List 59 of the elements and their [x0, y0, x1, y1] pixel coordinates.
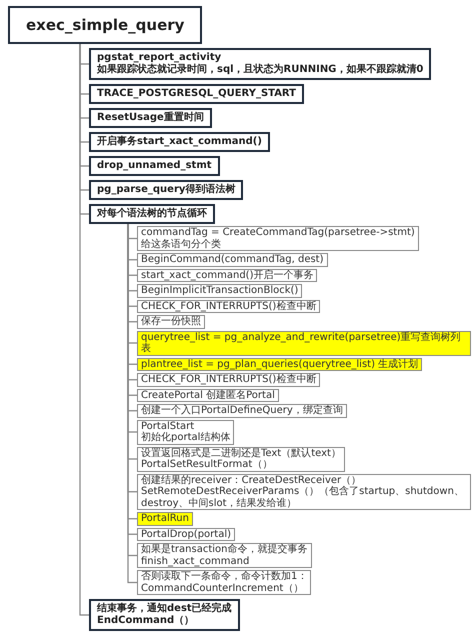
- node-text: BeginImplicitTransactionBlock(): [141, 285, 298, 296]
- subtopic-box: [137, 570, 312, 595]
- node-text: start_xact_command()开启一个事务: [141, 270, 314, 281]
- topic-box: [89, 84, 304, 104]
- subtopic-box: [137, 373, 320, 386]
- root-box: [8, 6, 202, 44]
- subtopic-box: [137, 300, 320, 313]
- node-text: CreatePortal 创建匿名Portal: [141, 390, 275, 401]
- node-text: exec_simple_query: [26, 16, 184, 34]
- subtopic-box: [137, 404, 347, 418]
- subtopic-box: [137, 284, 302, 298]
- node-text: 如果是transaction命令，就提交事务: [141, 544, 308, 556]
- node-text: querytree_list = pg_analyze_and_rewrite(parsetree)重写查询树列表: [141, 332, 462, 354]
- node-text: finish_xact_command: [141, 556, 250, 567]
- node-text: 初始化portal结构体: [141, 432, 230, 444]
- node-text: 开启事务start_xact_command(): [97, 136, 262, 148]
- subtopic-box: [137, 315, 205, 328]
- topic-box: [89, 48, 432, 80]
- node-text: PortalStart: [141, 420, 196, 432]
- node-text: commandTag = CreateCommandTag(parsetree->stmt): [141, 227, 415, 238]
- subtopic-box: [137, 543, 312, 568]
- node-text: 如果跟踪状态就记录时间，sql，且状态为RUNNING，如果不跟踪就清0: [97, 64, 424, 76]
- subtopic-box: [137, 226, 419, 251]
- subtopic-box: [137, 420, 234, 444]
- node-text: CHECK_FOR_INTERRUPTS()检查中断: [141, 300, 316, 312]
- topic-box: [89, 132, 270, 152]
- node-text: 结束事务，通知dest已经完成: [97, 603, 232, 615]
- node-text: PortalDrop(portal): [141, 528, 231, 540]
- topic-box: [89, 108, 212, 128]
- node-text: 给这条语句分个类: [141, 238, 222, 250]
- subtopic-box: [137, 446, 345, 472]
- node-text: EndCommand（）: [97, 615, 196, 627]
- node-text: PortalRun: [141, 513, 189, 524]
- subtopic-box: [137, 512, 193, 526]
- node-text: ResetUsage重置时间: [97, 112, 204, 124]
- subtopic-box: [137, 388, 279, 402]
- node-text: 创建一个入口PortalDefineQuery，绑定查询: [141, 405, 343, 416]
- topic-box: [89, 180, 244, 200]
- node-text: 设置返回格式是二进制还是Text（默认text）: [141, 448, 341, 459]
- subtopic-box: [137, 528, 235, 541]
- node-text: BeginCommand(commandTag, dest): [141, 254, 324, 266]
- subtopic-box: [137, 253, 328, 266]
- node-text: CommandCounterIncrement（）: [141, 582, 304, 594]
- topic-box: [89, 156, 220, 176]
- subtopic-box: [137, 268, 318, 282]
- node-text: pgstat_report_activity: [97, 52, 222, 64]
- topic-box: [89, 204, 215, 224]
- node-text: plantree_list = pg_plan_queries(querytree_list) 生成计划: [141, 358, 418, 370]
- node-text: TRACE_POSTGRESQL_QUERY_START: [97, 88, 296, 100]
- subtopic-box: [137, 358, 422, 371]
- node-text: CHECK_FOR_INTERRUPTS()检查中断: [141, 374, 316, 386]
- node-text: 对每个语法树的节点循环: [97, 208, 207, 220]
- node-text: 否则读取下一条命令，命令计数加1：: [141, 571, 308, 582]
- node-text: 创建结果的receiver：CreateDestReceiver（）SetRemoteDestReceiverParams（）（包含了startup、shutdown、destroy、中间slot，结果发给谁）: [141, 474, 465, 509]
- node-text: 保存一份快照: [141, 316, 201, 328]
- node-text: drop_unnamed_stmt: [97, 160, 212, 172]
- node-text: pg_parse_query得到语法树: [97, 184, 236, 196]
- node-text: PortalSetResultFormat（）: [141, 459, 274, 470]
- topic-box: [89, 599, 240, 631]
